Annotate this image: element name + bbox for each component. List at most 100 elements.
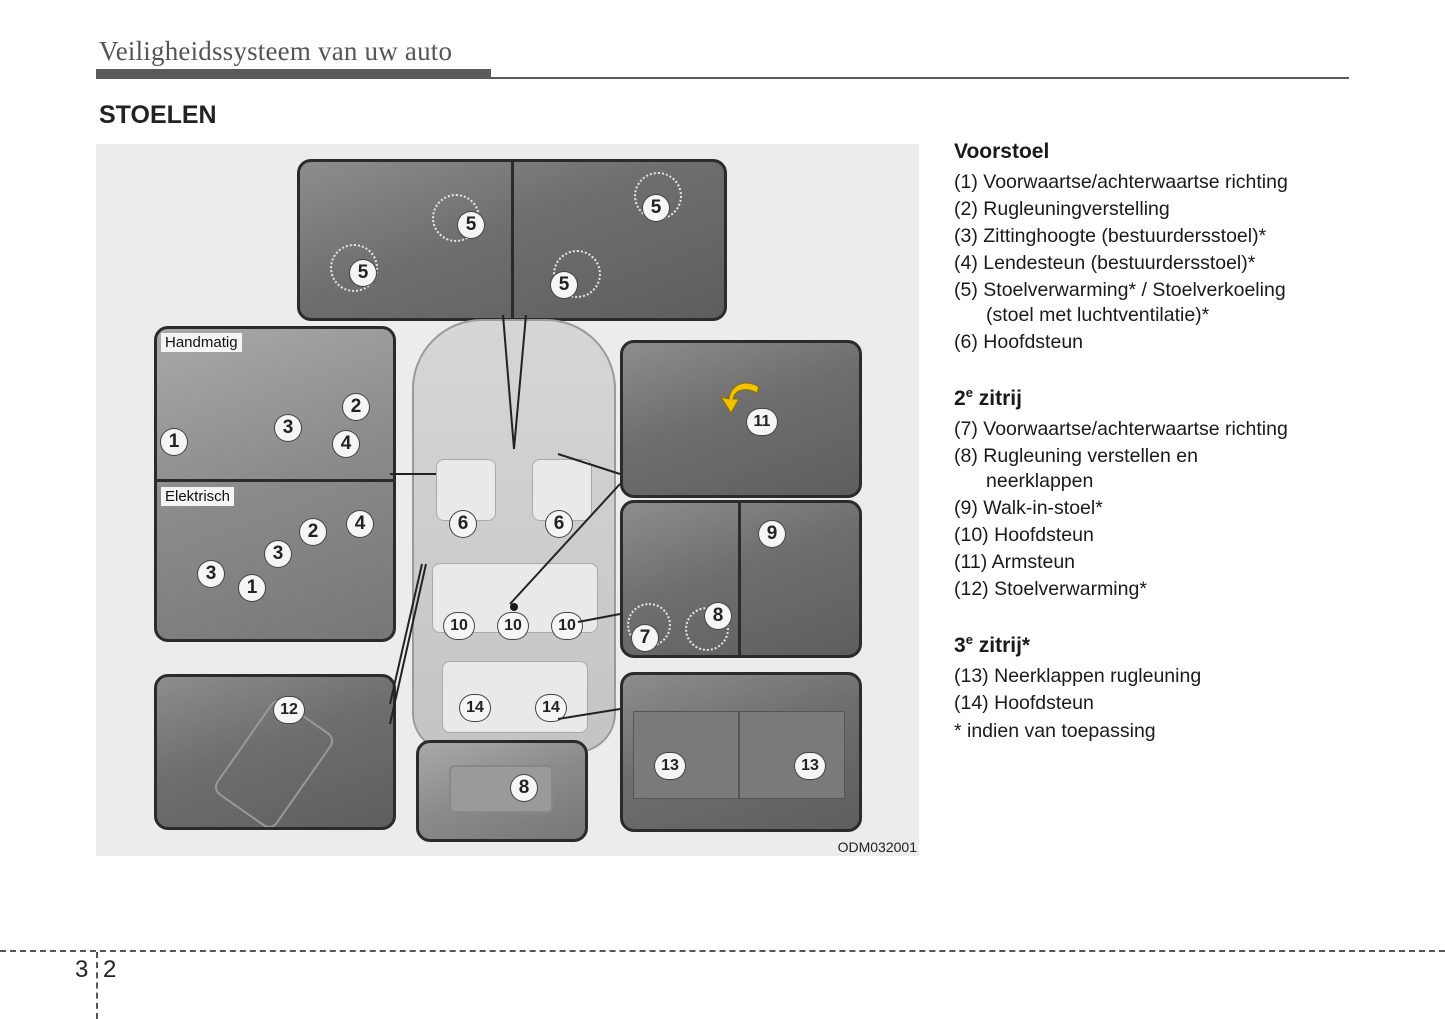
chapter-title: Veiligheidssysteem van uw auto xyxy=(99,36,453,66)
item-number: (2) xyxy=(954,198,978,220)
legend-item: (3) Zittinghoogte (bestuurdersstoel)* xyxy=(954,224,1414,249)
heading-text: zitrij xyxy=(972,387,1022,410)
item-text: Hoofdsteun xyxy=(994,692,1094,714)
legend-item: (11) Armsteun xyxy=(954,550,1414,575)
callout-3: 3 xyxy=(265,541,291,567)
callout-13: 13 xyxy=(795,753,825,779)
item-number: (3) xyxy=(954,225,978,247)
item-number: (10) xyxy=(954,524,989,546)
item-text-continued: (stoel met luchtventilatie)* xyxy=(986,304,1210,326)
label-manual: Handmatig xyxy=(161,333,242,352)
legend-item: (1) Voorwaartse/achterwaartse richting xyxy=(954,170,1414,195)
callout-8: 8 xyxy=(705,603,731,629)
item-number: (4) xyxy=(954,252,978,274)
callout-3: 3 xyxy=(275,415,301,441)
item-text: Rugleuning verstellen en xyxy=(983,445,1198,467)
heading-suffix: e xyxy=(965,632,973,647)
label-electric: Elektrisch xyxy=(161,487,235,506)
footer-rule xyxy=(0,950,1445,952)
legend-heading: Voorstoel xyxy=(954,140,1050,163)
item-number: (6) xyxy=(954,331,978,353)
panel-armrest: 11 xyxy=(620,340,862,498)
item-number: (8) xyxy=(954,445,978,467)
item-text: Hoofdsteun xyxy=(983,331,1084,353)
legend-item: (7) Voorwaartse/achterwaartse richting xyxy=(954,417,1414,442)
legend-item: (10) Hoofdsteun xyxy=(954,523,1414,548)
heading-suffix: e xyxy=(965,385,973,400)
item-text: Zittinghoogte (bestuurdersstoel)* xyxy=(983,225,1267,247)
callout-14: 14 xyxy=(536,695,566,721)
fold-arrow-icon xyxy=(719,382,760,414)
callout-2: 2 xyxy=(300,519,326,545)
figure-code: ODM032001 xyxy=(837,839,917,855)
footer-divider xyxy=(96,952,98,1019)
callout-6: 6 xyxy=(546,511,572,537)
panel-front-seat-controls: Handmatig 3 2 4 1 Elektrisch 2 4 3 3 1 xyxy=(154,326,396,642)
legend-item: (13) Neerklappen rugleuning xyxy=(954,664,1414,689)
item-number: (11) xyxy=(954,551,988,573)
callout-4: 4 xyxy=(347,511,373,537)
item-number: (7) xyxy=(954,418,978,440)
callout-13: 13 xyxy=(655,753,685,779)
legend-third-row: 3e zitrij* (13) Neerklappen rugleuning (… xyxy=(954,632,1414,743)
callout-5: 5 xyxy=(551,272,577,298)
callout-10: 10 xyxy=(552,613,582,639)
callout-12: 12 xyxy=(274,697,304,723)
callout-5: 5 xyxy=(643,195,669,221)
panel-divider xyxy=(511,162,514,318)
heading-number: 3 xyxy=(954,634,966,657)
callout-10: 10 xyxy=(444,613,474,639)
front-seat-left xyxy=(436,459,496,521)
item-text: Armsteun xyxy=(991,551,1076,573)
seatback-right xyxy=(739,711,845,799)
callout-11: 11 xyxy=(747,409,777,435)
legend-item: (14) Hoofdsteun xyxy=(954,691,1414,716)
item-text: Rugleuningverstelling xyxy=(983,198,1170,220)
panel-fold-lever: 8 xyxy=(416,740,588,842)
legend-heading: 3e zitrij* xyxy=(954,632,1414,658)
highlight-ring xyxy=(553,250,601,298)
legend-heading: 2e zitrij xyxy=(954,385,1414,411)
callout-2: 2 xyxy=(343,394,369,420)
section-title: STOELEN xyxy=(99,101,217,129)
item-number: (13) xyxy=(954,665,989,687)
legend-item: (12) Stoelverwarming* xyxy=(954,577,1414,602)
panel-divider xyxy=(738,503,741,655)
item-number: (9) xyxy=(954,497,978,519)
legend-second-row: 2e zitrij (7) Voorwaartse/achterwaartse … xyxy=(954,385,1414,602)
item-number: (14) xyxy=(954,692,989,714)
item-text: Stoelverwarming* xyxy=(994,578,1147,600)
panel-door-switch: 12 xyxy=(154,674,396,830)
heading-number: 2 xyxy=(954,387,966,410)
pointer-dot xyxy=(510,603,518,611)
callout-1: 1 xyxy=(239,575,265,601)
item-text: Lendesteun (bestuurdersstoel)* xyxy=(983,252,1256,274)
legend-item: (4) Lendesteun (bestuurdersstoel)* xyxy=(954,251,1414,276)
callout-7: 7 xyxy=(632,625,658,651)
panel-divider xyxy=(157,479,393,482)
legend-item: (5) Stoelverwarming* / Stoelverkoeling(s… xyxy=(954,278,1414,328)
item-number: (1) xyxy=(954,171,978,193)
seats-figure: 5 5 5 5 Handmatig 3 2 4 1 Elektrisch 2 4… xyxy=(96,144,919,856)
callout-8: 8 xyxy=(511,775,537,801)
chapter-number: 3 xyxy=(75,956,89,983)
header-bar xyxy=(96,69,491,79)
legend-item: (8) Rugleuning verstellen en neerklappen xyxy=(954,444,1414,494)
callout-6: 6 xyxy=(450,511,476,537)
callout-4: 4 xyxy=(333,431,359,457)
footnote: * indien van toepassing xyxy=(954,720,1156,742)
panel-cargo-third-row: 13 13 xyxy=(620,672,862,832)
connector-lines xyxy=(389,314,621,725)
heading-text: zitrij* xyxy=(972,634,1031,657)
legend-item: (9) Walk-in-stoel* xyxy=(954,496,1414,521)
legend-front-seat: Voorstoel (1) Voorwaartse/achterwaartse … xyxy=(954,140,1414,355)
item-text-continued: neerklappen xyxy=(986,470,1094,492)
front-seat-right xyxy=(532,459,592,521)
panel-second-row: 7 8 9 xyxy=(620,500,862,658)
item-text: Stoelverwarming* / Stoelverkoeling xyxy=(983,279,1286,301)
header-rule xyxy=(491,77,1349,79)
legend-item: (6) Hoofdsteun xyxy=(954,330,1414,355)
legend-item: (2) Rugleuningverstelling xyxy=(954,197,1414,222)
callout-3: 3 xyxy=(198,561,224,587)
callout-1: 1 xyxy=(161,429,187,455)
